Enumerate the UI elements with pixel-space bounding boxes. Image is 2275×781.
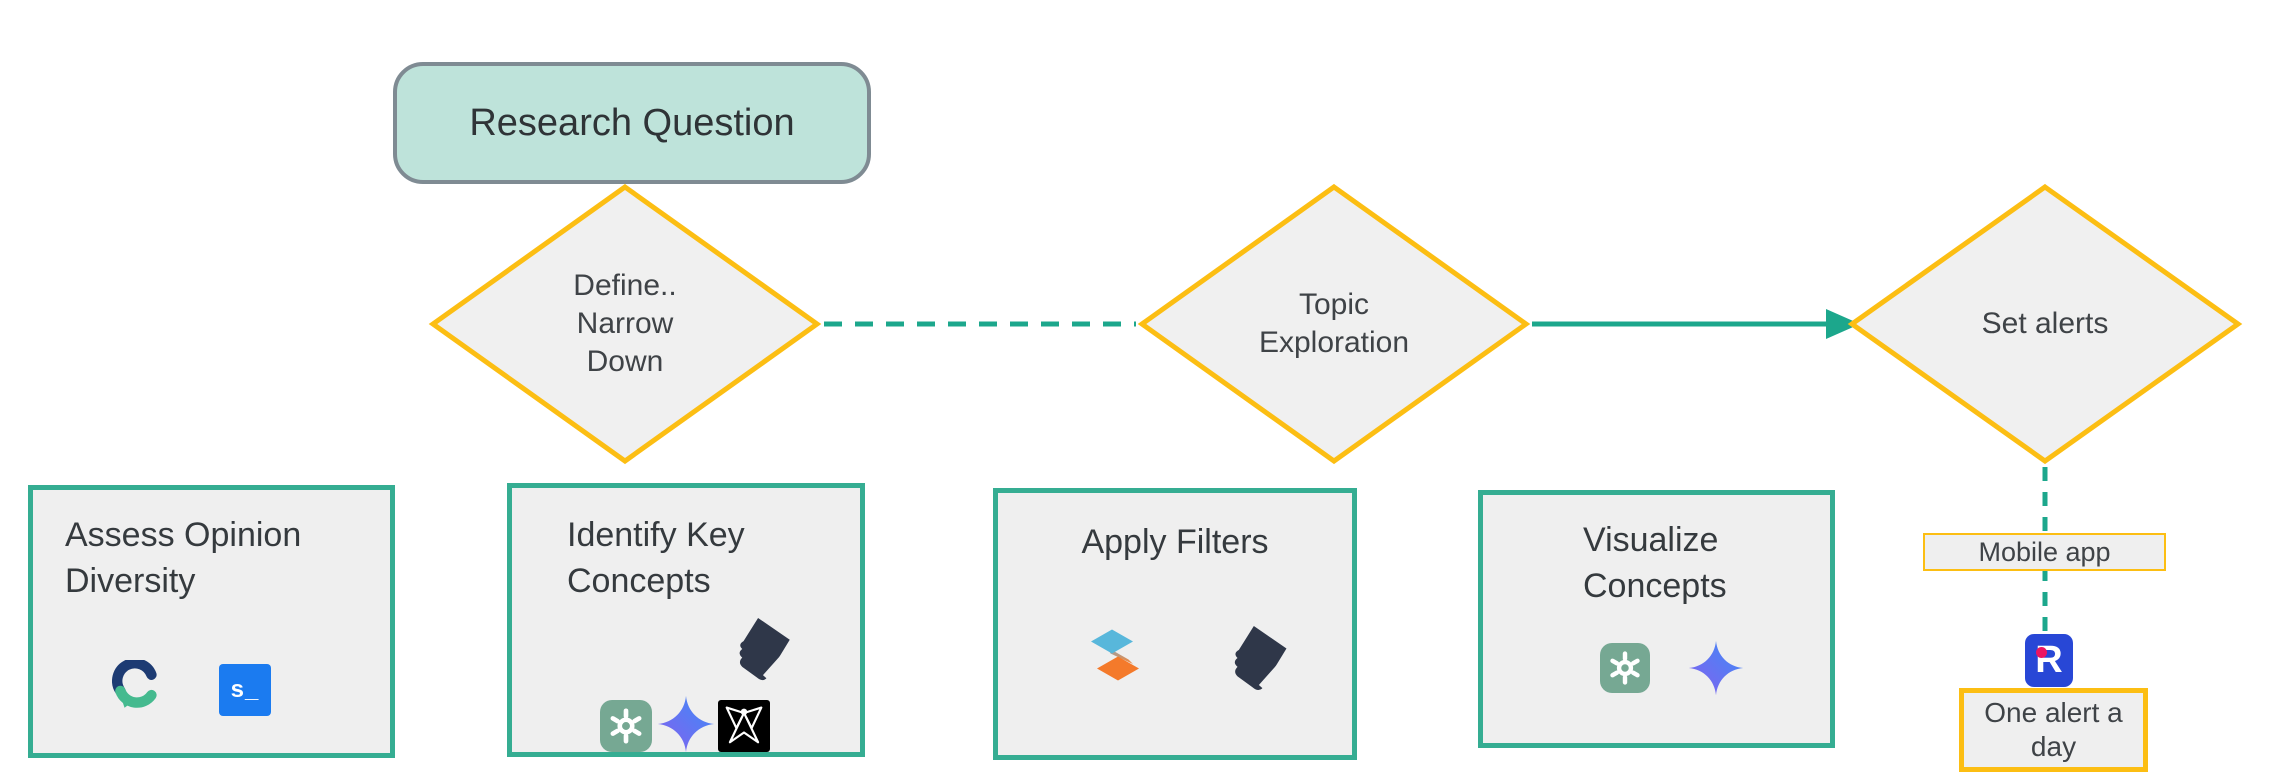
layers-logo-icon	[1088, 625, 1142, 685]
gemini-logo-icon	[1687, 637, 1745, 699]
start-node-label: Research Question	[469, 101, 795, 144]
book-stack-icon	[1228, 621, 1296, 695]
gemini-logo-icon	[656, 691, 716, 757]
researcher-pink-dot-icon	[2036, 647, 2047, 658]
step-title: Visualize Concepts	[1583, 521, 1727, 605]
diamond2-line2: Exploration	[1258, 326, 1410, 359]
scite-logo-icon: s_	[219, 664, 271, 716]
step-card-visualize-concepts: Visualize Concepts	[1478, 490, 1835, 748]
step-card-apply-filters: Apply Filters	[993, 488, 1357, 760]
book-stack-icon	[733, 611, 799, 687]
decision-diamond-topic-exploration	[1137, 183, 1531, 465]
step-card-identify-key-concepts: Identify Key Concepts	[507, 483, 865, 757]
start-node-research-question: Research Question	[393, 62, 871, 184]
diamond1-line1: Define..	[573, 269, 677, 302]
one-alert-label: One alert a day	[1984, 697, 2123, 762]
researcher-letter: R	[2035, 639, 2063, 681]
diamond1-line3: Down	[586, 345, 664, 378]
step-title: Identify Key Concepts	[567, 516, 745, 600]
butterfly-logo-icon	[718, 700, 770, 752]
decision-diamond-define-narrow-down	[428, 183, 822, 465]
chatgpt-logo-icon	[600, 700, 652, 752]
diamond-label-topic-exploration: Topic Exploration	[1184, 286, 1484, 362]
mobile-app-label: Mobile app	[1978, 536, 2111, 567]
diamond-label-define-narrow-down: Define.. Narrow Down	[475, 267, 775, 381]
arrowhead-icon	[1826, 309, 1860, 339]
diamond1-line2: Narrow	[576, 307, 674, 340]
diamond2-line1: Topic	[1298, 288, 1370, 321]
chatgpt-logo-icon	[1600, 643, 1650, 693]
step-card-assess-opinion-diversity: Assess Opinion Diversity s_	[28, 485, 395, 758]
researcher-app-icon: R	[2025, 634, 2073, 687]
decision-diamond-set-alerts	[1847, 183, 2243, 465]
scite-logo-text: s_	[230, 676, 260, 703]
diamond-label-set-alerts: Set alerts	[1895, 305, 2195, 343]
step-title: Apply Filters	[1081, 523, 1269, 561]
step-title: Assess Opinion Diversity	[65, 516, 302, 600]
mobile-app-node: Mobile app	[1923, 533, 2166, 571]
one-alert-a-day-node: One alert a day	[1959, 688, 2148, 772]
consensus-logo-icon	[112, 660, 162, 714]
diamond3-line1: Set alerts	[1981, 307, 2109, 340]
